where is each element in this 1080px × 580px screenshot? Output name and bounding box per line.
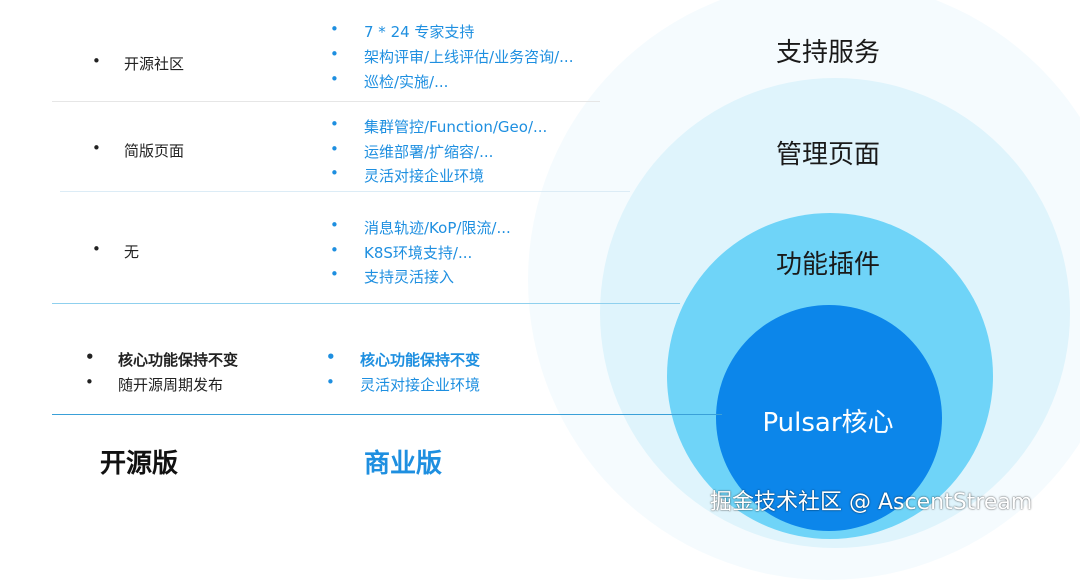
open-source-item: 随开源周期发布 [118,376,224,394]
commercial-item: 7 * 24 专家支持 [364,23,475,41]
row-divider [52,303,680,304]
bullet: • [92,139,101,157]
bullet: • [330,70,339,88]
row-divider [52,414,722,415]
bullet: • [330,20,339,38]
bullet: • [330,115,339,133]
bullet: • [330,216,339,234]
bullet: • [330,241,339,259]
layer-label-plugins: 功能插件 [775,250,880,280]
commercial-item: 巡检/实施/... [364,73,449,91]
bullet: • [85,373,94,391]
open-source-column-title: 开源版 [100,449,179,479]
commercial-item: 核心功能保持不变 [360,351,481,369]
bullet: • [330,140,339,158]
open-source-item: 开源社区 [124,55,185,73]
commercial-item: 运维部署/扩缩容/... [364,143,494,161]
open-source-item: 无 [124,243,140,261]
layer-label-support: 支持服务 [775,38,880,68]
commercial-item: 支持灵活接入 [364,268,455,286]
bullet: • [92,52,101,70]
row-divider [60,191,630,192]
commercial-item: 集群管控/Function/Geo/... [364,118,548,136]
commercial-item: 消息轨迹/KoP/限流/... [364,219,511,237]
open-source-item: 简版页面 [124,142,185,160]
bullet: • [92,240,101,258]
watermark: 掘金技术社区 @ AscentStream [710,490,1033,515]
row-divider [52,101,600,102]
bullet: • [330,45,339,63]
commercial-item: 灵活对接企业环境 [364,167,485,185]
layer-label-core: Pulsar核心 [762,408,894,438]
bullet: • [326,373,335,391]
bullet: • [330,164,339,182]
bullet: • [85,348,95,366]
commercial-item: 灵活对接企业环境 [360,376,481,394]
layer-label-management: 管理页面 [775,140,880,170]
bullet: • [330,265,339,283]
commercial-item: K8S环境支持/... [364,244,473,262]
commercial-item: 架构评审/上线评估/业务咨询/... [364,48,574,66]
bullet: • [326,348,336,366]
commercial-column-title: 商业版 [364,449,443,479]
core-circle [716,305,942,531]
open-source-item: 核心功能保持不变 [118,351,239,369]
